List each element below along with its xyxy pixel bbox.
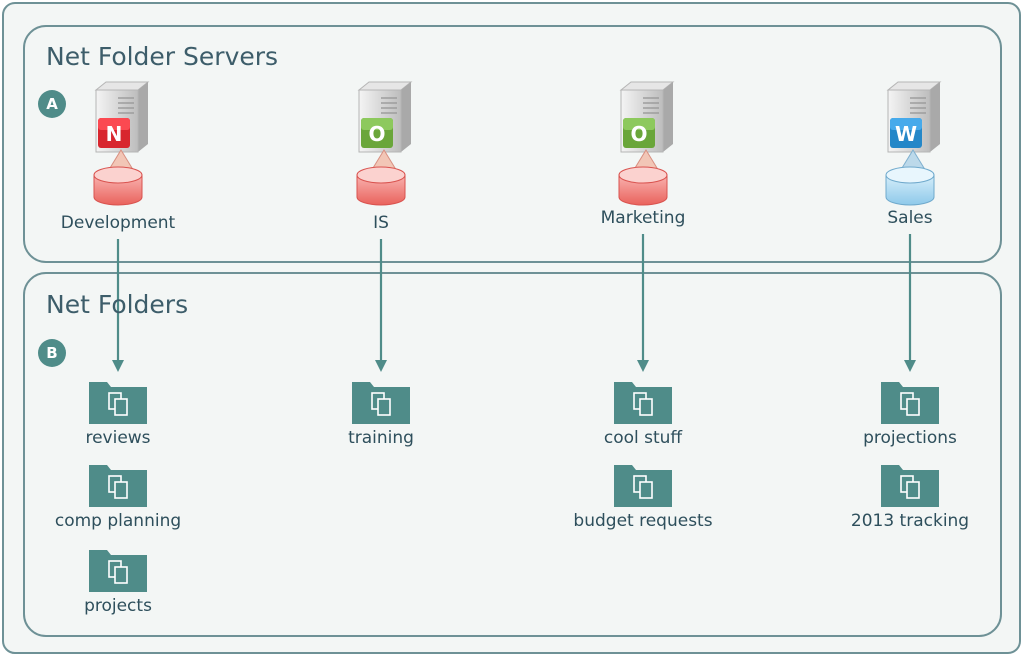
net-folder-icon[interactable] [614, 382, 672, 424]
net-folder-label: projects [84, 596, 152, 616]
servers-section-title: Net Folder Servers [46, 42, 279, 71]
server-label: Development [60, 213, 176, 233]
net-folder-icon[interactable] [352, 382, 410, 424]
net-folder-label: cool stuff [603, 428, 683, 448]
folders-section-title: Net Folders [46, 290, 189, 319]
server-label: Sales [887, 208, 933, 228]
net-folder-label: budget requests [573, 511, 713, 531]
net-folder-label: training [348, 428, 414, 448]
storage-disk-icon [618, 149, 668, 206]
server-label: Marketing [600, 208, 686, 228]
net-folder-icon[interactable] [881, 465, 939, 507]
folders-panel [23, 272, 1002, 637]
servers-section-badge: A [38, 90, 66, 118]
storage-disk-icon [356, 149, 406, 206]
server-os-letter: N [106, 122, 123, 146]
net-folder-label: comp planning [54, 511, 182, 531]
server-label: IS [373, 213, 389, 233]
net-folder-icon[interactable] [89, 382, 147, 424]
net-folder-icon[interactable] [614, 465, 672, 507]
net-folder-icon[interactable] [89, 550, 147, 592]
servers-panel [23, 25, 1002, 263]
net-folder-label: 2013 tracking [850, 511, 970, 531]
server-os-letter: W [895, 122, 917, 146]
storage-disk-icon [885, 149, 935, 206]
server-icon: O [619, 81, 675, 153]
storage-disk-icon [93, 149, 143, 206]
server-os-letter: O [368, 122, 385, 146]
server-os-letter: O [630, 122, 647, 146]
net-folder-icon[interactable] [881, 382, 939, 424]
server-icon: W [886, 81, 942, 153]
folders-section-badge: B [38, 339, 66, 367]
net-folder-label: projections [863, 428, 957, 448]
server-icon: O [357, 81, 413, 153]
server-icon: N [94, 81, 150, 153]
net-folder-icon[interactable] [89, 465, 147, 507]
net-folder-label: reviews [85, 428, 151, 448]
